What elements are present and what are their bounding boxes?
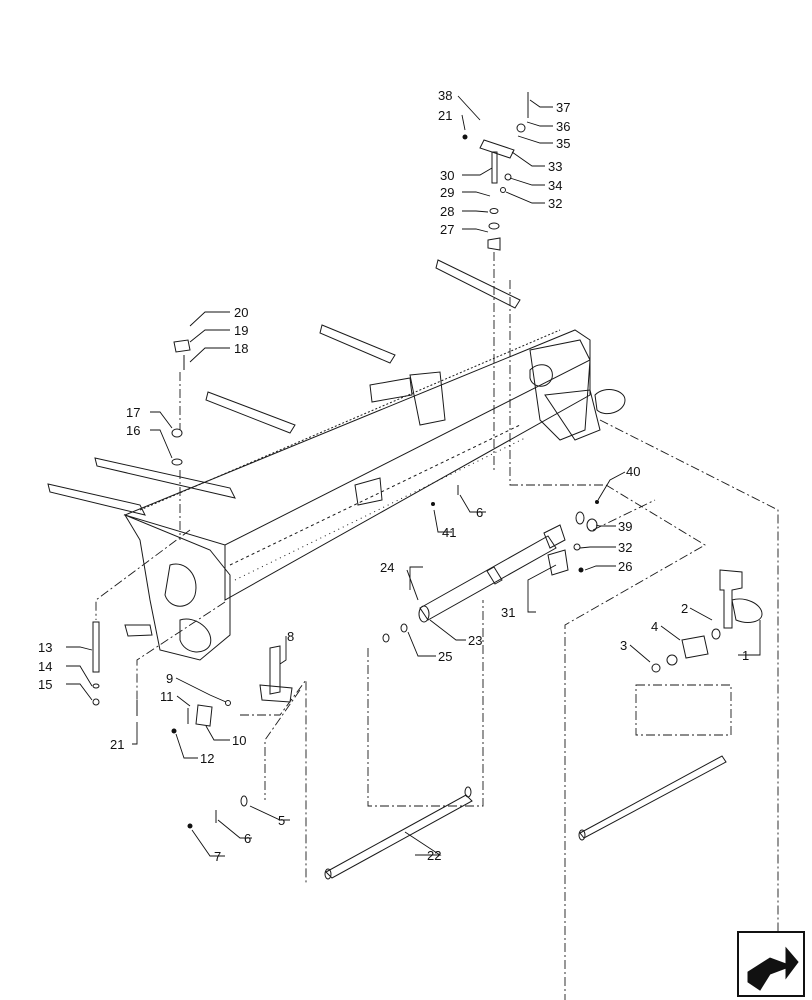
- assembly-lines: [95, 252, 779, 1000]
- callout-32: 32: [618, 540, 632, 555]
- callout-6: 6: [244, 831, 251, 846]
- callout-19: 19: [234, 323, 248, 338]
- callout-5: 5: [278, 813, 285, 828]
- callout-24: 24: [380, 560, 394, 575]
- callout-11: 11: [160, 689, 174, 704]
- callout-15: 15: [38, 677, 52, 692]
- callout-25: 25: [438, 649, 452, 664]
- leader-lines: [66, 95, 761, 857]
- callout-32b: 32: [548, 196, 562, 211]
- callout-17: 17: [126, 405, 140, 420]
- callout-16: 16: [126, 423, 140, 438]
- callout-20: 20: [234, 305, 248, 320]
- callout-3: 3: [620, 638, 627, 653]
- callout-8: 8: [287, 629, 294, 644]
- callout-labels: 1 2 3 4 5 6 6 7 8 9 10 11 12 13 14 15 16…: [38, 88, 749, 864]
- callout-38: 38: [438, 88, 452, 103]
- callout-13: 13: [38, 640, 52, 655]
- callout-14: 14: [38, 659, 52, 674]
- callout-41: 41: [442, 525, 456, 540]
- next-page-arrow-icon[interactable]: [737, 931, 805, 997]
- callout-21b: 21: [438, 108, 452, 123]
- main-frame: [47, 259, 626, 661]
- callout-9: 9: [166, 671, 173, 686]
- callout-26: 26: [618, 559, 632, 574]
- callout-40: 40: [626, 464, 640, 479]
- callout-1: 1: [742, 648, 749, 663]
- callout-34: 34: [548, 178, 562, 193]
- callout-35: 35: [556, 136, 570, 151]
- callout-29: 29: [440, 185, 454, 200]
- callout-27: 27: [440, 222, 454, 237]
- callout-36: 36: [556, 119, 570, 134]
- callout-22: 22: [427, 848, 441, 863]
- callout-12: 12: [200, 751, 214, 766]
- callout-10: 10: [232, 733, 246, 748]
- callout-30: 30: [440, 168, 454, 183]
- callout-33: 33: [548, 159, 562, 174]
- callout-2: 2: [681, 601, 688, 616]
- callout-7: 7: [214, 849, 221, 864]
- callout-37: 37: [556, 100, 570, 115]
- small-parts: [92, 92, 763, 880]
- callout-6b: 6: [476, 505, 483, 520]
- callout-23: 23: [468, 633, 482, 648]
- callout-31: 31: [501, 605, 515, 620]
- callout-39: 39: [618, 519, 632, 534]
- callout-4: 4: [651, 619, 658, 634]
- callout-18: 18: [234, 341, 248, 356]
- callout-28: 28: [440, 204, 454, 219]
- callout-21: 21: [110, 737, 124, 752]
